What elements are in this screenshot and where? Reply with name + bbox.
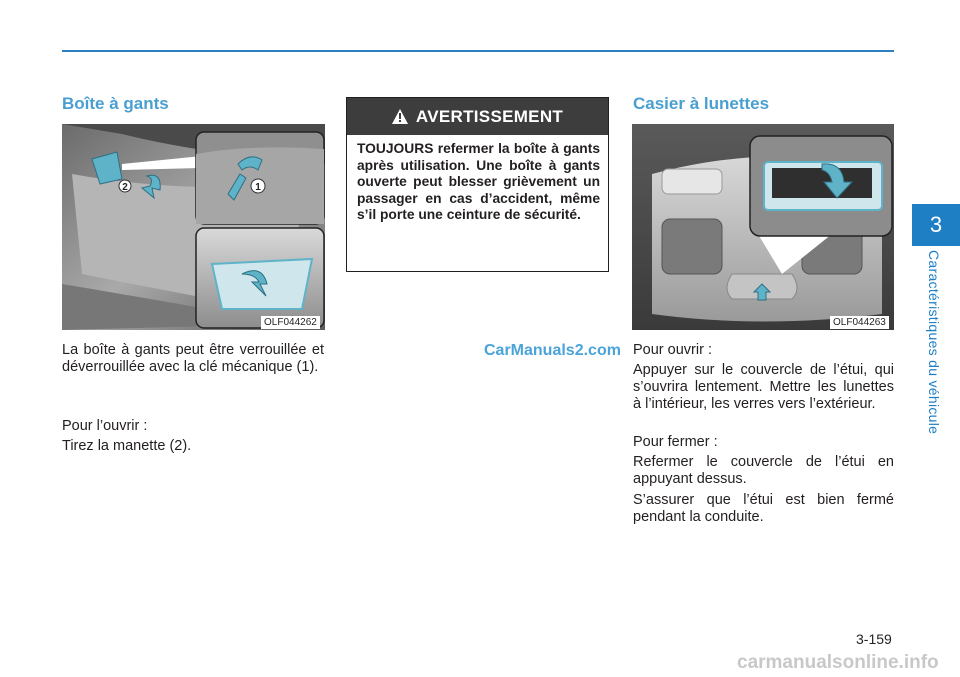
glasses-holder-figure: OLF044263 bbox=[632, 124, 894, 330]
glove-box-paragraph-3: Tirez la manette (2). bbox=[62, 438, 192, 454]
callout-2: 2 bbox=[122, 182, 128, 193]
page-number: 3-159 bbox=[856, 631, 892, 647]
chapter-number-tab: 3 bbox=[912, 204, 960, 246]
glasses-paragraph-5: S’assurer que l’étui est bien fermé pend… bbox=[633, 492, 894, 525]
glove-box-paragraph-1: La boîte à gants peut être verrouillée e… bbox=[62, 342, 324, 375]
warning-icon bbox=[391, 109, 408, 124]
warning-heading: AVERTISSEMENT bbox=[415, 106, 564, 126]
glove-box-paragraph-2: Pour l’ouvrir : bbox=[62, 418, 148, 434]
warning-header: AVERTISSEMENT bbox=[347, 98, 608, 135]
glove-box-title: Boîte à gants bbox=[62, 94, 169, 113]
glasses-paragraph-2: Appuyer sur le couvercle de l’étui, qui … bbox=[633, 362, 894, 412]
glasses-holder-title: Casier à lunettes bbox=[633, 94, 770, 113]
figure-code-right: OLF044263 bbox=[830, 316, 889, 329]
callout-1: 1 bbox=[255, 182, 261, 193]
watermark: CarManuals2.com bbox=[484, 342, 621, 359]
footer-site: carmanualsonline.info bbox=[737, 652, 939, 673]
glasses-paragraph-4: Refermer le couvercle de l’étui en appuy… bbox=[633, 454, 894, 487]
glasses-paragraph-3: Pour fermer : bbox=[633, 434, 718, 450]
chapter-title: Caractéristiques du véhicule bbox=[926, 250, 942, 435]
glove-box-figure: 2 1 OLF044262 bbox=[62, 124, 325, 330]
warning-box: AVERTISSEMENT TOUJOURS refermer la boîte… bbox=[346, 97, 609, 272]
glasses-paragraph-1: Pour ouvrir : bbox=[633, 342, 712, 358]
header-rule bbox=[62, 50, 894, 52]
warning-text: TOUJOURS refermer la boîte à gants après… bbox=[357, 141, 600, 222]
figure-code-left: OLF044262 bbox=[261, 316, 320, 329]
